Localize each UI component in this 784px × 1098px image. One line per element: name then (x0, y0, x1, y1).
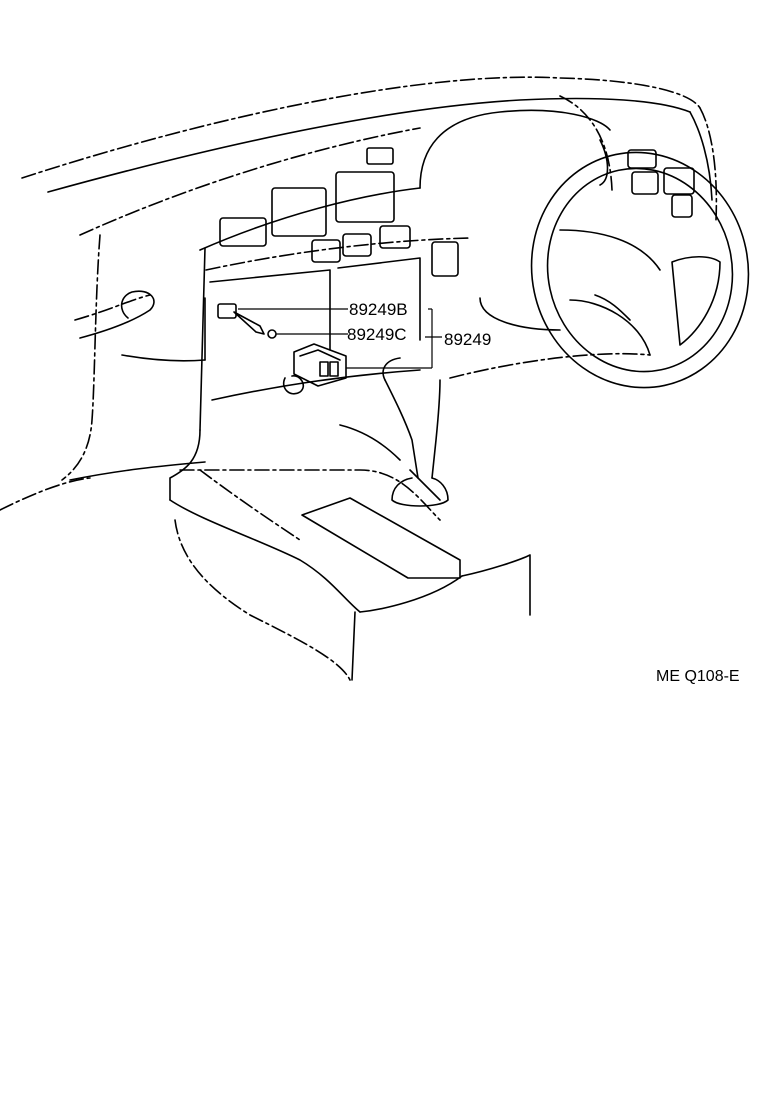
steering-wheel (449, 139, 750, 389)
socket-part (282, 343, 347, 395)
part-label-89249c: 89249C (347, 325, 407, 344)
cigar-lighter-part (217, 303, 265, 335)
center-stack (199, 147, 471, 431)
leader-lines (238, 308, 442, 369)
figure-code: ME Q108-E (656, 668, 740, 685)
door-panel (0, 234, 206, 511)
console (169, 424, 531, 681)
part-label-89249b: 89249B (349, 300, 408, 319)
bulb-part (267, 329, 277, 339)
part-label-89249: 89249 (444, 330, 491, 349)
shift-lever (382, 357, 449, 507)
dashboard-outline (21, 76, 718, 251)
